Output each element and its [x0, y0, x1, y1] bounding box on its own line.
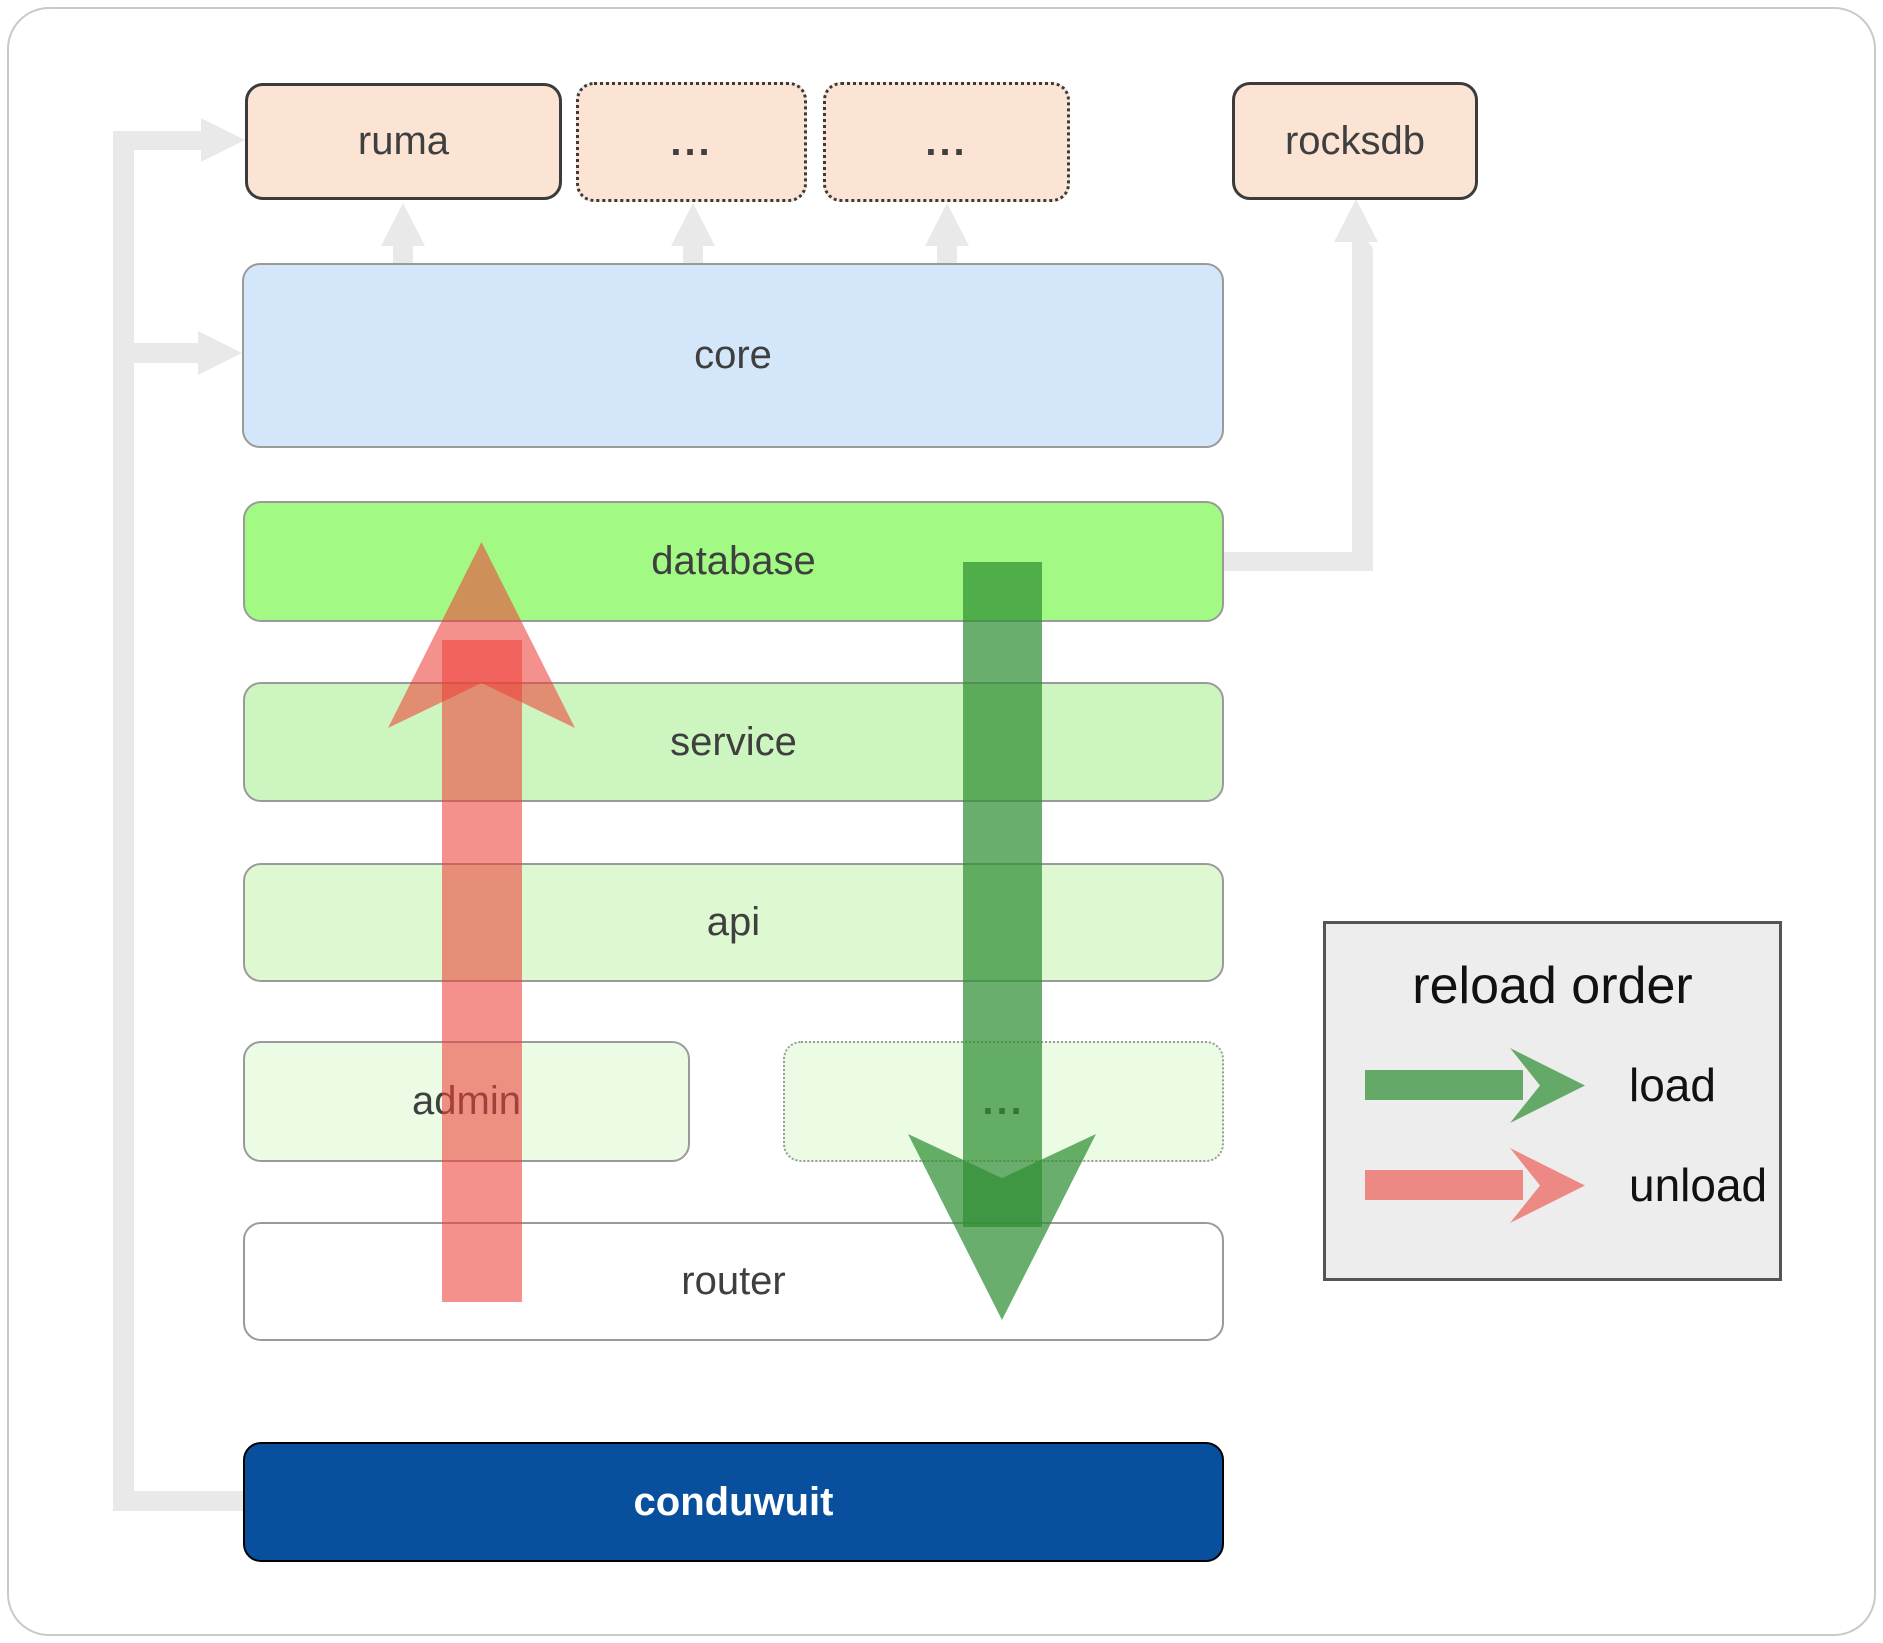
- node-service: service: [243, 682, 1224, 802]
- connector-core-more1: [683, 245, 703, 263]
- node-core-label: core: [694, 333, 772, 377]
- node-api: api: [243, 863, 1224, 982]
- connector-db-rocksdb-horizontal: [1224, 552, 1373, 571]
- legend-load-label: load: [1629, 1059, 1716, 1111]
- connector-left-top-horizontal: [113, 131, 205, 150]
- node-deps-more-1-label: ...: [670, 119, 713, 164]
- node-conduwuit: conduwuit: [243, 1442, 1224, 1562]
- node-ruma: ruma: [245, 83, 562, 200]
- node-ruma-label: ruma: [357, 119, 450, 163]
- node-rocksdb: rocksdb: [1232, 82, 1478, 200]
- node-database-label: database: [651, 539, 816, 583]
- legend-title: reload order: [1412, 957, 1693, 1015]
- node-database: database: [243, 501, 1224, 622]
- node-api-label: api: [706, 900, 761, 944]
- node-deps-more-1: ...: [576, 82, 807, 202]
- load-arrow-shaft: [963, 562, 1042, 1227]
- node-deps-more-2-label: ...: [925, 119, 968, 164]
- connector-core-ruma: [393, 245, 413, 263]
- node-rocksdb-label: rocksdb: [1284, 118, 1426, 163]
- connector-left-vertical: [113, 131, 134, 1510]
- legend-reload-order: reload order load unload: [1323, 921, 1782, 1281]
- legend-unload-arrow-shaft: [1365, 1170, 1523, 1200]
- node-service-label: service: [670, 719, 797, 764]
- node-conduwuit-label: conduwuit: [633, 1479, 834, 1524]
- unload-arrow-shaft: [442, 640, 522, 1302]
- connector-core-branch: [134, 343, 200, 363]
- node-router-label: router: [681, 1259, 786, 1303]
- legend-unload-label: unload: [1629, 1159, 1768, 1211]
- outer-frame: [7, 7, 1876, 1636]
- legend-load-arrow-shaft: [1365, 1070, 1523, 1100]
- node-core: core: [242, 263, 1224, 448]
- connector-db-rocksdb-vertical: [1352, 241, 1373, 571]
- connector-left-bottom-horizontal: [113, 1491, 243, 1511]
- connector-core-more2: [937, 245, 957, 263]
- node-router: router: [243, 1222, 1224, 1341]
- node-deps-more-2: ...: [823, 82, 1070, 202]
